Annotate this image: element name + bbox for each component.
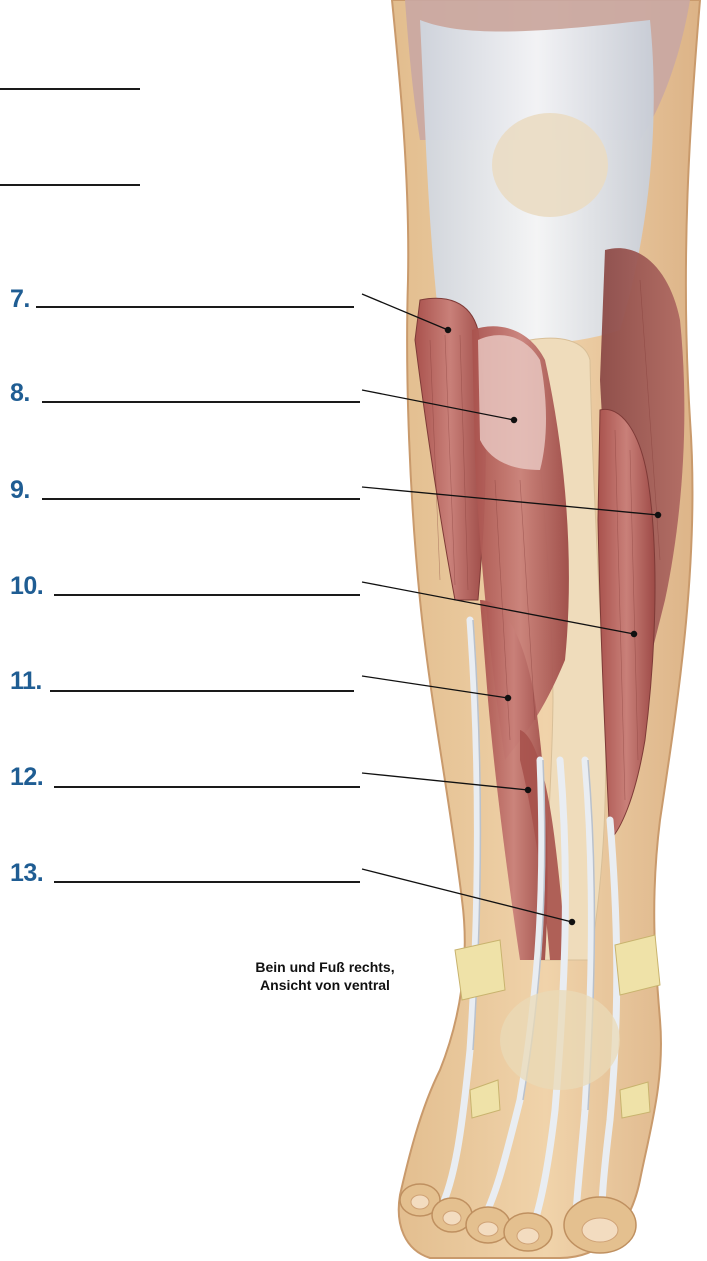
answer-line-10[interactable] xyxy=(54,594,360,596)
extensor-upper-pale xyxy=(478,335,546,470)
answer-line-13[interactable] xyxy=(54,881,360,883)
caption-line-1: Bein und Fuß rechts, xyxy=(205,958,445,976)
label-number-9: 9. xyxy=(10,475,30,505)
figure-caption: Bein und Fuß rechts, Ansicht von ventral xyxy=(205,958,445,994)
answer-line-11[interactable] xyxy=(50,690,354,692)
tarsal-bones xyxy=(500,990,620,1090)
answer-line-7[interactable] xyxy=(36,306,354,308)
answer-line-9[interactable] xyxy=(42,498,360,500)
label-number-12: 12. xyxy=(10,762,43,792)
label-number-7: 7. xyxy=(10,284,30,314)
patella xyxy=(492,113,608,217)
label-number-8: 8. xyxy=(10,378,30,408)
answer-line-8[interactable] xyxy=(42,401,360,403)
caption-line-2: Ansicht von ventral xyxy=(205,976,445,994)
label-number-13: 13. xyxy=(10,858,43,888)
label-number-11: 11. xyxy=(10,666,42,696)
answer-line-cut-2[interactable] xyxy=(0,184,140,186)
answer-line-cut-1[interactable] xyxy=(0,88,140,90)
label-number-10: 10. xyxy=(10,571,43,601)
answer-line-12[interactable] xyxy=(54,786,360,788)
